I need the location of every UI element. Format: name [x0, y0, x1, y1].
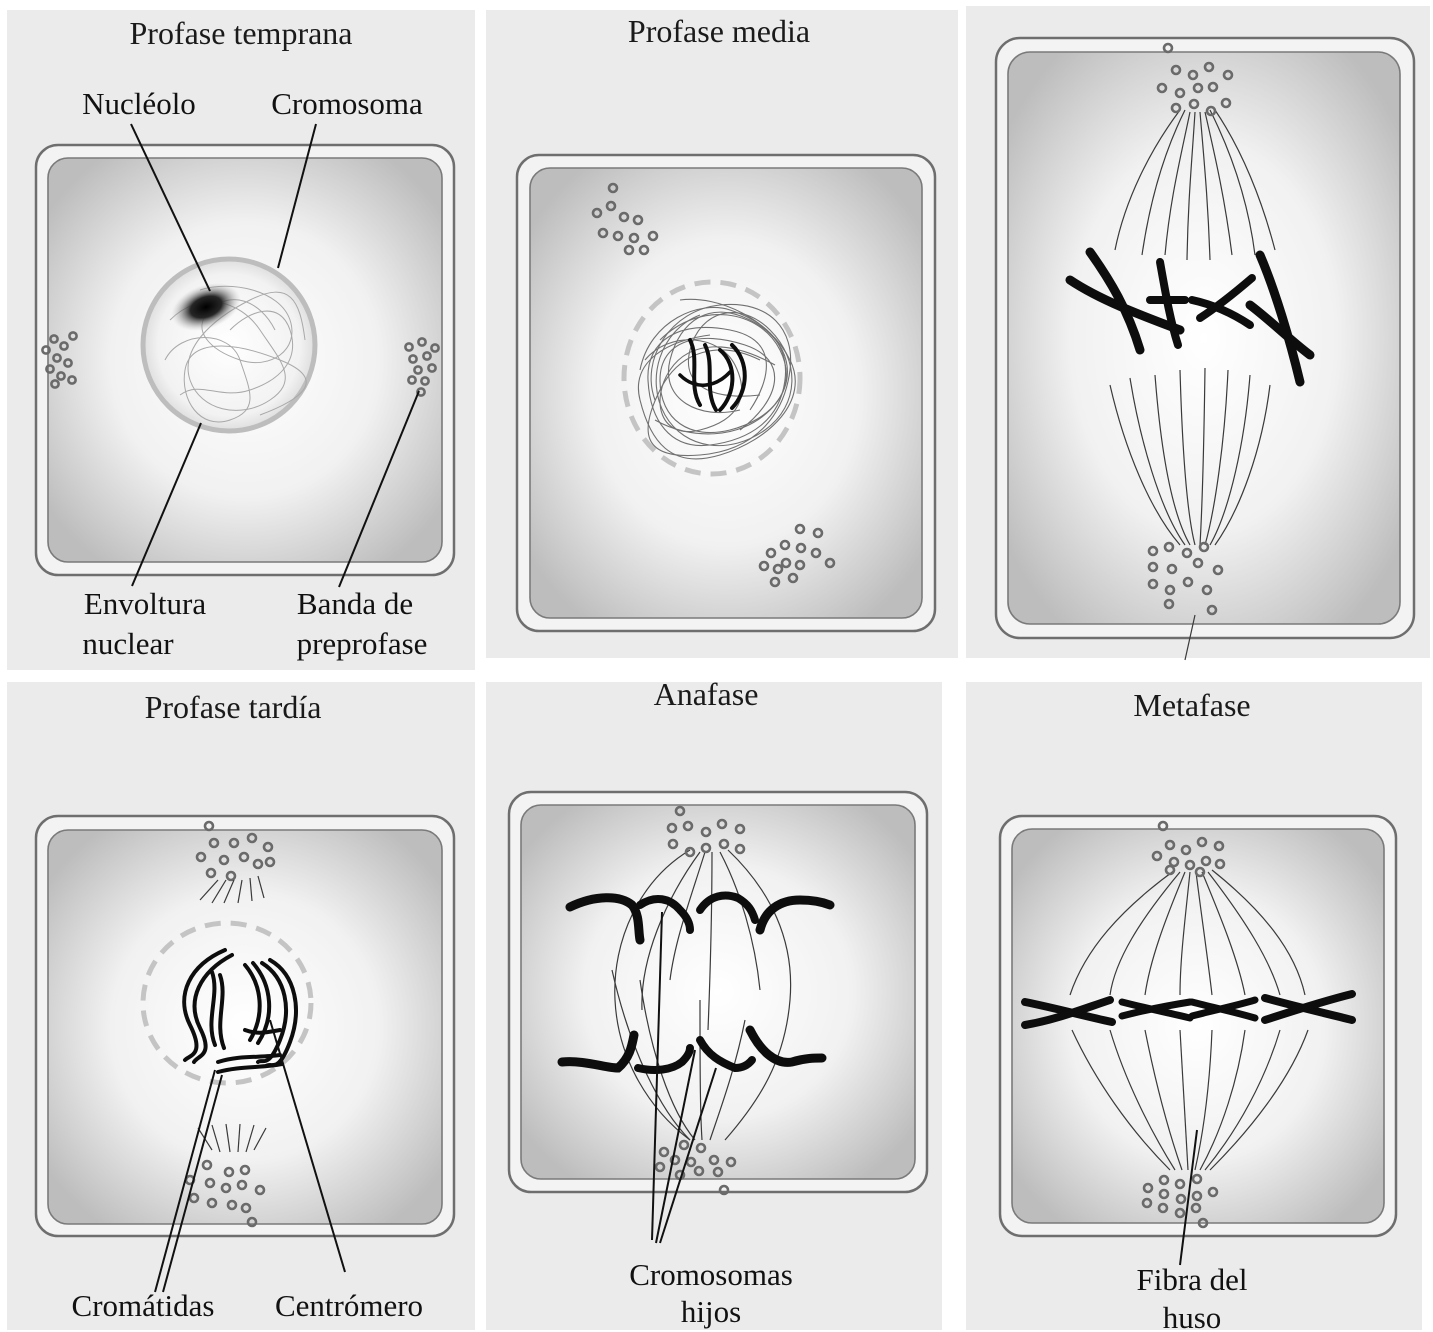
panel-profase-temprana: Profase temprana Nucléolo [7, 10, 475, 670]
cytoplasm [530, 168, 922, 618]
panel-profase-media: Profase media [486, 10, 958, 658]
cytoplasm [1008, 52, 1400, 624]
label-fibra-del-huso-line2: huso [1163, 1300, 1222, 1332]
label-banda-preprofase-line1: Banda de [297, 586, 413, 621]
panel-title: Profase tardía [145, 689, 322, 725]
label-cromosoma: Cromosoma [271, 86, 423, 121]
label-centromero: Centrómero [275, 1288, 423, 1323]
panel-profase-tardia: Profase tardía [7, 682, 475, 1330]
label-banda-preprofase-line2: preprofase [297, 626, 428, 661]
panel-title: Profase temprana [129, 15, 352, 51]
label-cromatidas: Cromátidas [72, 1288, 215, 1323]
panel-anafase: Anafase [486, 676, 942, 1330]
label-envoltura-nuclear-line2: nuclear [82, 626, 174, 661]
panel-metafase: Metafase [966, 682, 1422, 1332]
panel-metafase-top [966, 6, 1430, 660]
panel-title: Anafase [654, 676, 759, 712]
label-cromosomas-hijos-line2: hijos [681, 1294, 741, 1329]
label-envoltura-nuclear-line1: Envoltura [84, 586, 206, 621]
label-fibra-del-huso-line1: Fibra del [1136, 1262, 1247, 1297]
panel-title: Metafase [1133, 687, 1250, 723]
label-nucleolo: Nucléolo [82, 86, 196, 121]
cytoplasm [521, 805, 915, 1179]
panel-title: Profase media [628, 13, 810, 49]
label-cromosomas-hijos-line1: Cromosomas [629, 1257, 793, 1292]
